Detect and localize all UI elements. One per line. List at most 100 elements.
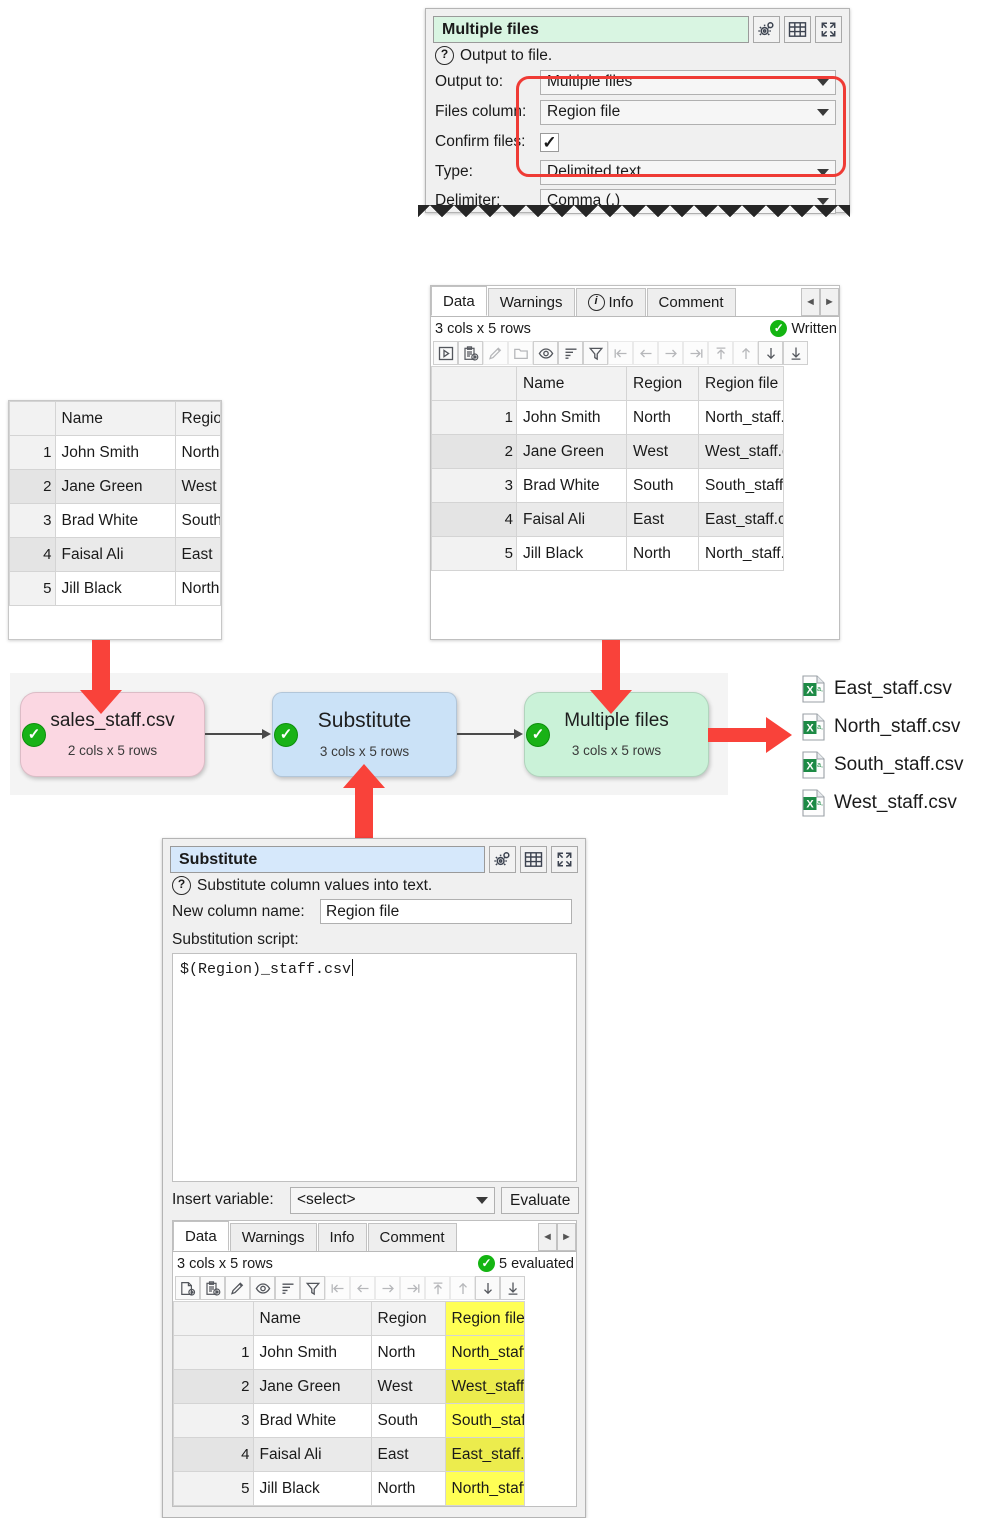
cell-region-file[interactable]: North_staff.csv (444, 1471, 525, 1506)
cell-region-file[interactable]: South_staff.csv (698, 468, 784, 503)
column-header-region[interactable]: Region (626, 366, 699, 401)
panel-title-field[interactable]: Substitute (170, 846, 485, 873)
output-to-select[interactable]: Multiple files (540, 69, 836, 95)
table-row[interactable]: 5 Jill Black North North_staff.csv (173, 1471, 525, 1506)
first-col-icon[interactable] (325, 1276, 350, 1300)
cell-name[interactable]: Jane Green (252, 1369, 372, 1404)
column-header-region-file[interactable]: Region file (698, 366, 784, 401)
cell-region-file[interactable]: North_staff.csv (444, 1335, 525, 1370)
column-header-region-file[interactable]: Region file (444, 1301, 525, 1336)
cell-region[interactable]: East (370, 1437, 446, 1472)
cell-name[interactable]: Jane Green (54, 469, 176, 504)
tab-info[interactable]: Info (317, 1223, 367, 1251)
table-row[interactable]: 2 Jane Green West West_staff.csv (173, 1369, 525, 1404)
eye-icon[interactable] (533, 341, 558, 365)
edit-icon[interactable] (483, 341, 508, 365)
list-item[interactable]: X a, East_staff.csv (802, 670, 1000, 708)
next-col-icon[interactable] (375, 1276, 400, 1300)
tab-scroll-left-icon[interactable]: ◄ (538, 1223, 557, 1251)
type-select[interactable]: Delimited text (540, 159, 836, 185)
confirm-files-checkbox[interactable]: ✓ (540, 132, 559, 152)
column-header-name[interactable]: Name (516, 366, 627, 401)
filter-icon[interactable] (300, 1276, 325, 1300)
cell-name[interactable]: Brad White (252, 1403, 372, 1438)
table-row[interactable]: 1 John Smith North North_staff.csv (173, 1335, 525, 1370)
cell-name[interactable]: John Smith (252, 1335, 372, 1370)
tab-warnings[interactable]: Warnings (229, 1223, 317, 1251)
gear-icon[interactable] (753, 16, 780, 43)
prev-col-icon[interactable] (633, 341, 658, 365)
first-row-icon[interactable] (425, 1276, 450, 1300)
filter-icon[interactable] (583, 341, 608, 365)
first-col-icon[interactable] (608, 341, 633, 365)
eye-icon[interactable] (250, 1276, 275, 1300)
files-column-select[interactable]: Region file (540, 99, 836, 125)
cell-name[interactable]: Brad White (516, 468, 627, 503)
tab-scroll-right-icon[interactable]: ► (820, 288, 839, 316)
cell-region-file[interactable]: West_staff.csv (444, 1369, 525, 1404)
cell-name[interactable]: Jill Black (54, 571, 176, 606)
last-col-icon[interactable] (683, 341, 708, 365)
cell-region-file[interactable]: West_staff.csv (698, 434, 784, 469)
table-row[interactable]: 3 Brad White South South_staff.csv (173, 1403, 525, 1438)
table-icon[interactable] (520, 846, 547, 873)
last-row-icon[interactable] (783, 341, 808, 365)
cell-region[interactable]: North (370, 1471, 446, 1506)
next-row-icon[interactable] (475, 1276, 500, 1300)
cell-name[interactable]: John Smith (516, 400, 627, 435)
list-item[interactable]: X a, South_staff.csv (802, 746, 1000, 784)
expand-icon[interactable] (551, 846, 578, 873)
edit-icon[interactable] (225, 1276, 250, 1300)
cell-region[interactable]: East (174, 537, 221, 572)
cell-name[interactable]: John Smith (54, 435, 176, 470)
cell-region-file[interactable]: North_staff.csv (698, 400, 784, 435)
tab-scroll-right-icon[interactable]: ► (557, 1223, 576, 1251)
next-row-icon[interactable] (758, 341, 783, 365)
table-row[interactable]: 4 Faisal Ali East East_staff.csv (173, 1437, 525, 1472)
help-icon[interactable]: ? (435, 46, 454, 65)
last-row-icon[interactable] (500, 1276, 525, 1300)
table-row[interactable]: 2 Jane Green West West_staff.csv (431, 434, 784, 469)
gear-icon[interactable] (489, 846, 516, 873)
cell-name[interactable]: Brad White (54, 503, 176, 538)
last-col-icon[interactable] (400, 1276, 425, 1300)
table-row[interactable]: 3 Brad White South (9, 503, 221, 538)
column-header-region[interactable]: Region (174, 401, 221, 436)
cell-name[interactable]: Faisal Ali (54, 537, 176, 572)
new-column-name-input[interactable]: Region file (320, 899, 572, 924)
cell-name[interactable]: Faisal Ali (252, 1437, 372, 1472)
prev-col-icon[interactable] (350, 1276, 375, 1300)
tab-data[interactable]: Data (173, 1221, 229, 1251)
column-header-name[interactable]: Name (252, 1301, 372, 1336)
cell-region[interactable]: West (626, 434, 699, 469)
tab-scroll-left-icon[interactable]: ◄ (801, 288, 820, 316)
cell-region[interactable]: North (626, 536, 699, 571)
cell-region[interactable]: East (626, 502, 699, 537)
folder-icon[interactable] (508, 341, 533, 365)
new-file-icon[interactable] (175, 1276, 200, 1300)
cell-region-file[interactable]: North_staff.csv (698, 536, 784, 571)
cell-region[interactable]: South (370, 1403, 446, 1438)
cell-region[interactable]: North (174, 571, 221, 606)
flow-node-sales-staff[interactable]: sales_staff.csv 2 cols x 5 rows (20, 692, 205, 777)
panel-title-field[interactable]: Multiple files (433, 16, 749, 43)
table-row[interactable]: 1 John Smith North (9, 435, 221, 470)
evaluate-button[interactable]: Evaluate (501, 1186, 580, 1214)
cell-name[interactable]: Jill Black (516, 536, 627, 571)
insert-variable-select[interactable]: <select> (290, 1186, 495, 1214)
cell-region[interactable]: North (370, 1335, 446, 1370)
tab-warnings[interactable]: Warnings (487, 288, 575, 316)
prev-row-icon[interactable] (450, 1276, 475, 1300)
table-row[interactable]: 2 Jane Green West (9, 469, 221, 504)
list-item[interactable]: X a, North_staff.csv (802, 708, 1000, 746)
table-row[interactable]: 5 Jill Black North (9, 571, 221, 606)
table-row[interactable]: 4 Faisal Ali East East_staff.csv (431, 502, 784, 537)
paste-icon[interactable] (458, 341, 483, 365)
cell-region-file[interactable]: South_staff.csv (444, 1403, 525, 1438)
cell-region-file[interactable]: East_staff.csv (698, 502, 784, 537)
cell-region[interactable]: North (626, 400, 699, 435)
help-icon[interactable]: ? (172, 876, 191, 895)
sort-icon[interactable] (275, 1276, 300, 1300)
list-item[interactable]: X a, West_staff.csv (802, 784, 1000, 822)
tab-data[interactable]: Data (431, 286, 487, 316)
